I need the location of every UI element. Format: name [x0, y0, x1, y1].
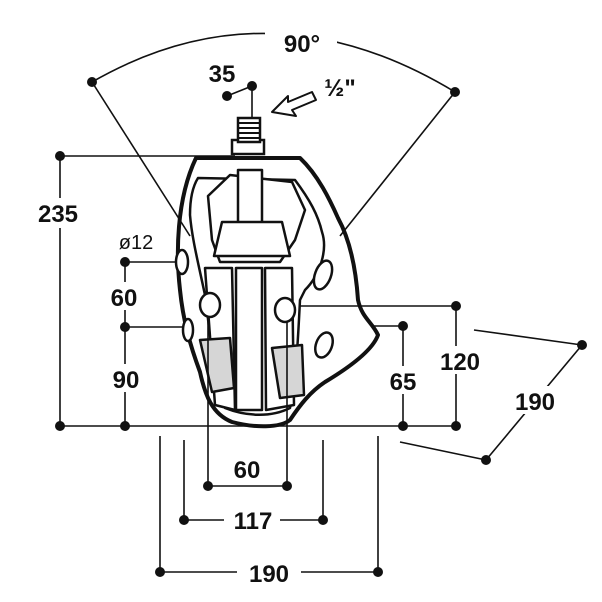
left-fixing-hole [198, 291, 222, 319]
outlet-span-label: 117 [234, 508, 273, 535]
overall-width-label: 190 [249, 561, 289, 588]
angle-label: 90° [284, 31, 320, 58]
thread-callout: ½" [271, 75, 356, 117]
side-hole-upper-left [174, 248, 190, 276]
hole-pitch-label: 60 [111, 285, 138, 312]
angle-dimension: 90° [87, 28, 460, 237]
right-fixing-hole [273, 296, 297, 324]
side-hole-lower-left [181, 317, 195, 343]
overall-height-dimension: 235 [28, 151, 235, 426]
front-rib [234, 266, 264, 412]
supply-pipe [236, 168, 264, 231]
outlet-centres-label: 60 [234, 457, 261, 484]
inlet-spacing-dimension: 35 [209, 61, 257, 118]
projection-label: 190 [515, 389, 555, 416]
hole-diameter-label: ø12 [119, 232, 153, 254]
urinal-inner-recess [212, 220, 292, 258]
urinal-body [174, 156, 380, 429]
lower-hole-height-label: 90 [113, 367, 140, 394]
projection-dimension: 190 [399, 329, 587, 465]
thread-label: ½" [324, 75, 355, 102]
side-hole-upper-right [312, 259, 334, 291]
overall-height-label: 235 [38, 201, 78, 228]
inlet-spacing-label: 35 [209, 61, 236, 88]
bottom-dimensions: 60 117 190 [155, 318, 383, 588]
outlet-top-label: 120 [440, 349, 480, 376]
outlet-height-label: 65 [390, 369, 417, 396]
right-outlet-dimensions: 65 120 [300, 301, 486, 426]
left-hole-dimensions: ø12 60 90 [102, 232, 184, 426]
threaded-inlet [230, 116, 266, 156]
right-outlet-block [270, 343, 306, 400]
side-hole-lower-right [314, 331, 334, 359]
